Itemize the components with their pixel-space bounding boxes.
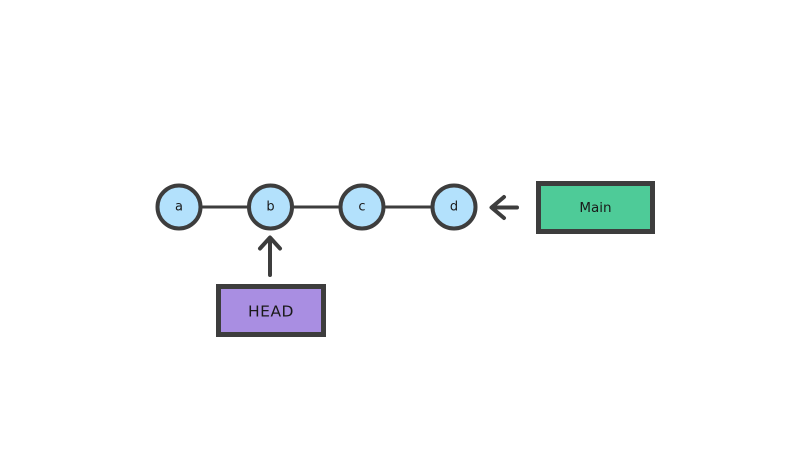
commit-node-a-circle <box>155 183 203 231</box>
commit-node-c: c <box>338 183 386 231</box>
branch-label-rect <box>536 181 655 234</box>
commit-node-a-label: a <box>175 200 183 215</box>
commit-node-c-circle <box>338 183 386 231</box>
branch-label-box: Main <box>536 181 655 234</box>
commit-node-d: d <box>430 183 478 231</box>
commit-node-d-label: d <box>450 200 458 215</box>
commit-node-c-label: c <box>358 200 365 215</box>
head-label-rect <box>216 284 326 337</box>
commit-node-b-label: b <box>266 200 274 215</box>
branch-arrow-left-icon <box>489 195 519 220</box>
head-label-box: HEAD <box>216 284 326 337</box>
commit-node-b: b <box>247 183 294 231</box>
branch-label-text: Main <box>579 200 611 216</box>
commit-node-d-circle <box>430 183 478 231</box>
head-label-text: HEAD <box>248 303 294 321</box>
commit-node-a: a <box>155 183 203 231</box>
head-arrow-up-icon <box>258 235 282 277</box>
commit-node-b-circle <box>247 183 294 231</box>
